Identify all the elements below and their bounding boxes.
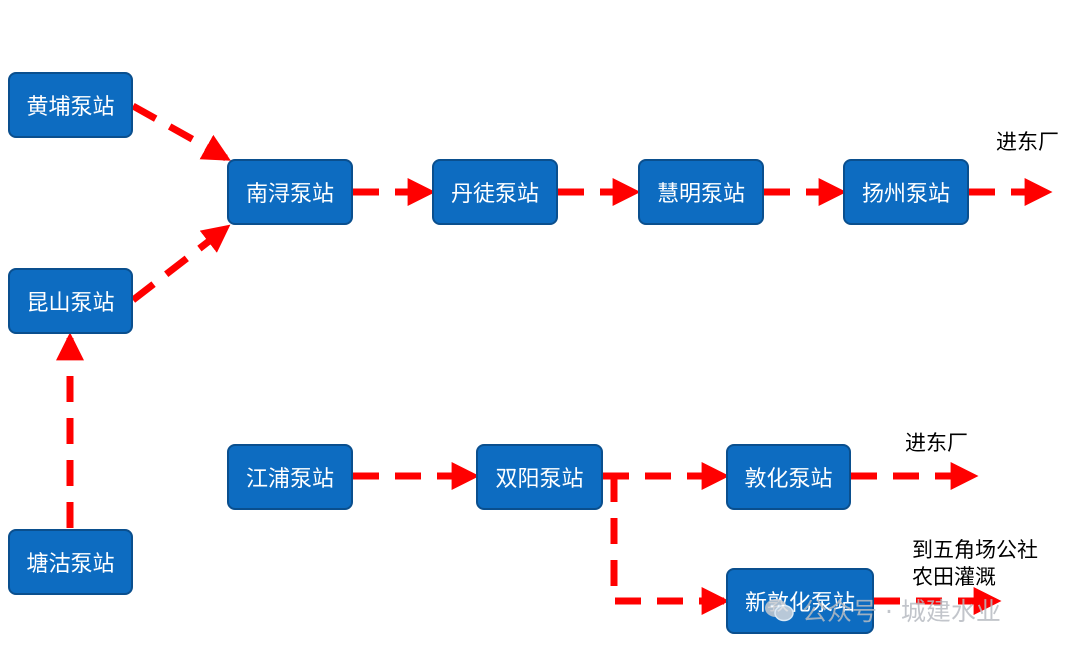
node-shuangyang-pump-station: 双阳泵站 <box>476 444 603 510</box>
node-huiming-pump-station: 慧明泵站 <box>638 159 764 225</box>
node-dunhua-pump-station: 敦化泵站 <box>726 444 851 510</box>
node-dantu-pump-station: 丹徒泵站 <box>432 159 558 225</box>
label-irrigation-destination: 到五角场公社 <box>912 538 1038 562</box>
label-to-east-plant-top: 进东厂 <box>996 130 1059 154</box>
node-xindunhua-pump-station: 新敦化泵站 <box>726 568 874 634</box>
edge-kunshan-to-nanxun <box>130 224 231 303</box>
node-jiangpu-pump-station: 江浦泵站 <box>227 444 353 510</box>
node-kunshan-pump-station: 昆山泵站 <box>8 268 133 334</box>
label-to-east-plant-bottom: 进东厂 <box>905 431 968 455</box>
node-huangpu-pump-station: 黄埔泵站 <box>8 72 133 138</box>
node-yangzhou-pump-station: 扬州泵站 <box>843 159 969 225</box>
node-tanggu-pump-station: 塘沽泵站 <box>8 529 133 595</box>
watermark-text: 公众号 · 城建水业 <box>802 597 1001 626</box>
node-nanxun-pump-station: 南浔泵站 <box>227 159 353 225</box>
edge-shuangyang-to-xindunhua <box>610 476 730 615</box>
edge-huangpu-to-nanxun <box>131 102 231 162</box>
label-irrigation-purpose: 农田灌溉 <box>912 565 996 589</box>
wechat-logo-icon <box>765 599 794 622</box>
watermark: 公众号 · 城建水业 <box>764 592 1054 628</box>
